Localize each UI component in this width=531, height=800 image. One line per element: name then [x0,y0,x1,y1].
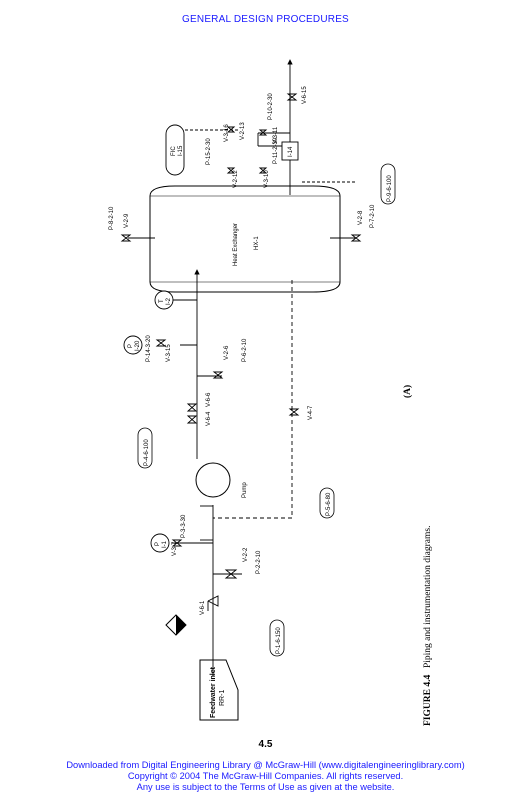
pi1-top: P [155,542,161,546]
flow-controller [165,124,185,176]
flow-element-i14 [281,141,299,161]
pressure-indicator-1 [150,533,170,553]
valve-v-2-13: V-2-13 [240,122,246,140]
temperature-indicator [154,290,174,310]
valve-v-2-8: V-2-8 [358,210,364,225]
pipe-label-4: P-9-6-100 [387,175,393,202]
footer-line-1: Downloaded from Digital Engineering Libr… [66,760,465,770]
valve-p-3-3-30: P-3-3-30 [181,514,187,538]
valve-v-6-4: V-6-4 [206,411,212,426]
valve-p-11-2-30: P-11-2-30 [273,137,279,164]
pipe-label-tags [137,163,396,657]
valve-p-8-2-10: P-8-2-10 [109,206,115,230]
figure-caption-text: Piping and instrumentation diagrams. [423,526,433,668]
valve-p-10-2-30: P-10-2-30 [268,93,274,120]
feed-label-1: Feedwater inlet [210,666,217,718]
pump-symbol [195,462,231,498]
pump-label: Pump [242,482,248,498]
fic-bottom: I-15 [178,145,184,156]
ti-bottom: I-2 [166,297,172,305]
valve-p-6-2-10: P-6-2-10 [242,338,248,362]
pipe-label-2: P-4-6-100 [144,439,150,466]
pipe-label-3: P-5-6-80 [326,492,332,516]
hx-tag: HX-1 [254,236,260,250]
valve-p-14-3-20: P-14-3-20 [146,335,152,362]
valve-v-6-15: V-6-15 [302,86,308,104]
heat-exchanger [149,185,341,293]
footer-line-3: Any use is subject to the Terms of Use a… [136,782,395,792]
valve-v-3-7: V-3-7 [172,541,178,556]
footer-line-2: Copyright © 2004 The McGraw-Hill Compani… [127,771,404,781]
pi1-bottom: I-1 [162,540,168,548]
pressure-indicator-2 [123,335,143,355]
valve-v-2-2: V-2-2 [243,547,249,562]
hx-name: Heat Exchanger [233,223,239,266]
fic-top: FIC [171,146,177,156]
valve-v-3-16: V-3-16 [224,124,230,142]
panel-label: (A) [402,385,413,398]
download-footer: Downloaded from Digital Engineering Libr… [0,760,531,793]
valve-v-6-6: V-6-6 [206,392,212,407]
valve-v-2-9: V-2-9 [124,213,130,228]
valve-v-4-7: V-4-7 [308,405,314,420]
feed-label-2: RR-1 [219,690,226,706]
ti-top: T [159,299,165,303]
valve-v-2-12: V-2-12 [233,170,239,188]
valve-v-3-15: V-3-15 [166,344,172,362]
valve-v-6-1: V-6-1 [200,600,206,615]
valve-v-3-10: V-3-10 [264,170,270,188]
pi2-bottom: I-20 [135,340,141,351]
pi2-top: P [128,344,134,348]
valve-p-2-2-10: P-2-2-10 [256,550,262,574]
diamond-valve-icon [165,614,187,636]
fe-tag: I-14 [288,146,294,157]
pipe-label-1: P-1-6-150 [276,627,282,654]
feed-inlet-tag [199,659,239,721]
valve-v-3-11: V-3-11 [273,126,279,144]
valve-p-15-2-30: P-15-2-30 [206,138,212,165]
valve-p-7-2-10: P-7-2-10 [370,204,376,228]
page-number: 4.5 [258,739,273,750]
running-header: GENERAL DESIGN PROCEDURES [182,14,349,25]
figure-caption-label: FIGURE 4.4 [423,675,433,726]
valve-v-2-6: V-2-6 [224,345,230,360]
